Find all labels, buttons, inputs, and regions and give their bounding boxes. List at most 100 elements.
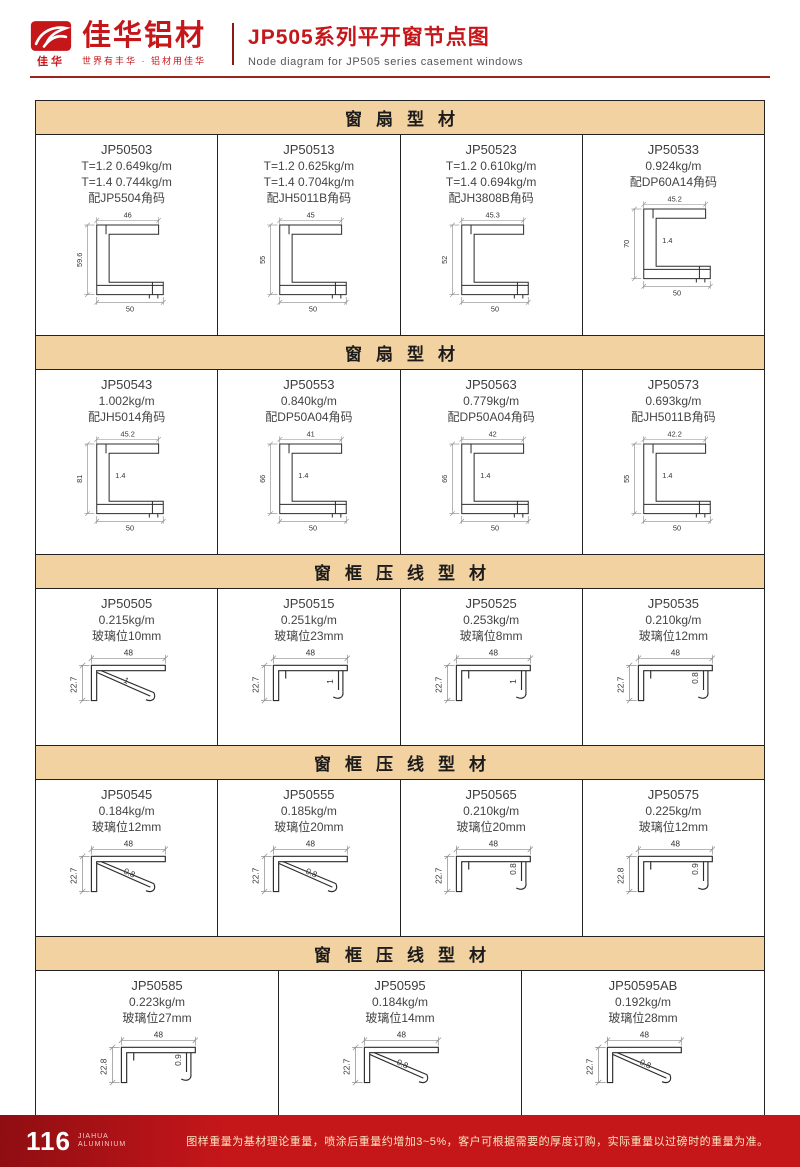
dim-thickness: 0.8: [122, 866, 137, 880]
dim-top: 42: [489, 429, 497, 438]
profile-code: JP50533: [647, 142, 700, 157]
section-bead-3: 窗框压线型材 JP50585 0.223kg/m 玻璃位27mm 48 22.8…: [36, 936, 764, 1127]
profile-card: JP50525 0.253kg/m 玻璃位8mm 48 22.7 1: [399, 589, 582, 745]
dim-top: 42.2: [668, 429, 682, 438]
profile-table: 窗扇型材 JP50503 T=1.2 0.649kg/m T=1.4 0.744…: [35, 100, 765, 1128]
dim-top: 45.2: [121, 429, 135, 438]
profile-drawing: 48 22.7 1: [251, 648, 351, 704]
profile-spec: 0.215kg/m: [98, 613, 155, 627]
profile-spec: T=1.2 0.649kg/m: [81, 159, 172, 173]
dim-left: 55: [622, 475, 631, 483]
sash-outline-icon: [84, 216, 167, 306]
dim-left: 59.6: [76, 253, 85, 267]
dim-thickness: 1: [122, 675, 131, 686]
dim-thickness: 1.4: [663, 236, 673, 245]
section-title: 窗框压线型材: [314, 564, 500, 583]
profile-code: JP50545: [100, 787, 153, 802]
section-row: JP50545 0.184kg/m 玻璃位12mm 48 22.7 0.8 JP…: [36, 780, 764, 936]
section-header: 窗扇型材: [36, 335, 764, 370]
dim-top: 46: [124, 210, 132, 219]
section-header: 窗框压线型材: [36, 745, 764, 780]
dim-top: 45.3: [486, 210, 500, 219]
dim-bottom: 50: [126, 524, 134, 533]
section-row: JP50543 1.002kg/m 配JH5014角码 45.2 81 50 1…: [36, 370, 764, 554]
profile-spec: 0.184kg/m: [371, 995, 429, 1009]
profile-spec: 0.192kg/m: [614, 995, 672, 1009]
dim-left: 66: [258, 475, 267, 483]
dim-top: 48: [670, 648, 680, 658]
section-header: 窗框压线型材: [36, 554, 764, 589]
profile-spec: 玻璃位8mm: [459, 629, 523, 643]
profile-code: JP50535: [647, 596, 700, 611]
dim-top: 45: [306, 210, 314, 219]
profile-code: JP50515: [283, 596, 335, 611]
section-row: JP50503 T=1.2 0.649kg/m T=1.4 0.744kg/m …: [36, 135, 764, 335]
dim-thickness: 0.8: [396, 1057, 411, 1071]
brand-name: 佳华铝材: [82, 20, 207, 52]
dim-top: 48: [488, 839, 498, 849]
bead-outline-icon: [625, 654, 716, 704]
profile-card: JP50595 0.184kg/m 玻璃位14mm 48 22.7 0.8: [278, 971, 521, 1127]
dim-left: 55: [258, 256, 267, 264]
dim-left: 22.7: [68, 676, 78, 693]
profile-spec: 配DP50A04角码: [265, 410, 353, 424]
profile-spec: T=1.4 0.704kg/m: [263, 175, 355, 189]
header-divider: [232, 23, 235, 65]
footer-brand: JIAHUA ALUMINIUM: [78, 1133, 126, 1149]
profile-spec: 0.924kg/m: [645, 159, 702, 173]
profile-card: JP50553 0.840kg/m 配DP50A04角码 41 66 50 1.…: [217, 370, 399, 554]
profile-spec: 0.840kg/m: [280, 394, 337, 408]
bead-outline-icon: [625, 845, 716, 895]
profile-drawing: 48 22.8 0.9: [615, 839, 716, 895]
profile-code: JP50505: [100, 596, 153, 611]
bead-outline-icon: [443, 845, 534, 895]
sash-outline-icon: [448, 216, 532, 306]
profile-card: JP50565 0.210kg/m 玻璃位20mm 48 22.7 0.8: [399, 780, 582, 936]
profile-drawing: 48 22.7 0.8: [68, 839, 169, 895]
dim-bottom: 50: [309, 524, 317, 533]
dim-thickness: 1.4: [298, 471, 308, 480]
dim-thickness: 0.8: [639, 1057, 654, 1071]
profile-code: JP50503: [100, 142, 153, 157]
dim-top: 48: [488, 648, 498, 658]
dim-left: 22.7: [342, 1058, 352, 1075]
dim-bottom: 50: [309, 305, 317, 314]
footer-brand-line1: JIAHUA: [77, 1133, 109, 1140]
profile-card: JP50585 0.223kg/m 玻璃位27mm 48 22.8 0.9: [36, 971, 278, 1127]
profile-spec: T=1.4 0.694kg/m: [445, 175, 537, 189]
section-title: 窗扇型材: [345, 110, 469, 129]
dim-left: 66: [440, 475, 449, 483]
profile-spec: 配DP50A04角码: [447, 410, 535, 424]
profile-card: JP50533 0.924kg/m 配DP60A14角码 45.2 70 50 …: [581, 135, 764, 335]
dim-bottom: 50: [491, 524, 499, 533]
profile-spec: 玻璃位12mm: [638, 629, 709, 643]
profile-drawing: 48 22.7 1: [433, 648, 534, 704]
profile-card: JP50543 1.002kg/m 配JH5014角码 45.2 81 50 1…: [36, 370, 217, 554]
profile-code: JP50595: [374, 978, 426, 993]
profile-spec: 配JH5011B角码: [266, 191, 352, 205]
section-sash-2: 窗扇型材 JP50543 1.002kg/m 配JH5014角码 45.2 81…: [36, 335, 764, 554]
profile-drawing: 48 22.7 0.8: [615, 648, 716, 704]
profile-spec: 玻璃位12mm: [638, 820, 709, 834]
profile-spec: 0.253kg/m: [463, 613, 520, 627]
profile-drawing: 48 22.7 0.8: [433, 839, 534, 895]
dim-top: 48: [154, 1030, 164, 1040]
dim-left: 22.7: [251, 676, 261, 693]
profile-drawing: 41 66 50 1.4: [258, 429, 349, 533]
profile-spec: 0.210kg/m: [645, 613, 702, 627]
profile-spec: 玻璃位27mm: [122, 1011, 192, 1025]
profile-drawing: 45.2 70 50 1.4: [622, 194, 714, 298]
dim-thickness: 1.4: [663, 471, 673, 480]
profile-card: JP50555 0.185kg/m 玻璃位20mm 48 22.7 0.8: [217, 780, 399, 936]
dim-bottom: 50: [491, 305, 499, 314]
profile-code: JP50573: [647, 377, 700, 392]
bead-outline-icon: [443, 654, 534, 704]
profile-spec: 玻璃位14mm: [365, 1011, 435, 1025]
jiahua-logo-icon: [30, 20, 72, 51]
profile-spec: 0.251kg/m: [280, 613, 337, 627]
brand-slogan: 世界有丰华 · 铝材用佳华: [82, 56, 206, 66]
section-title: 窗扇型材: [345, 345, 469, 364]
profile-spec: 0.693kg/m: [645, 394, 702, 408]
profile-drawing: 48 22.7 0.8: [342, 1030, 442, 1086]
